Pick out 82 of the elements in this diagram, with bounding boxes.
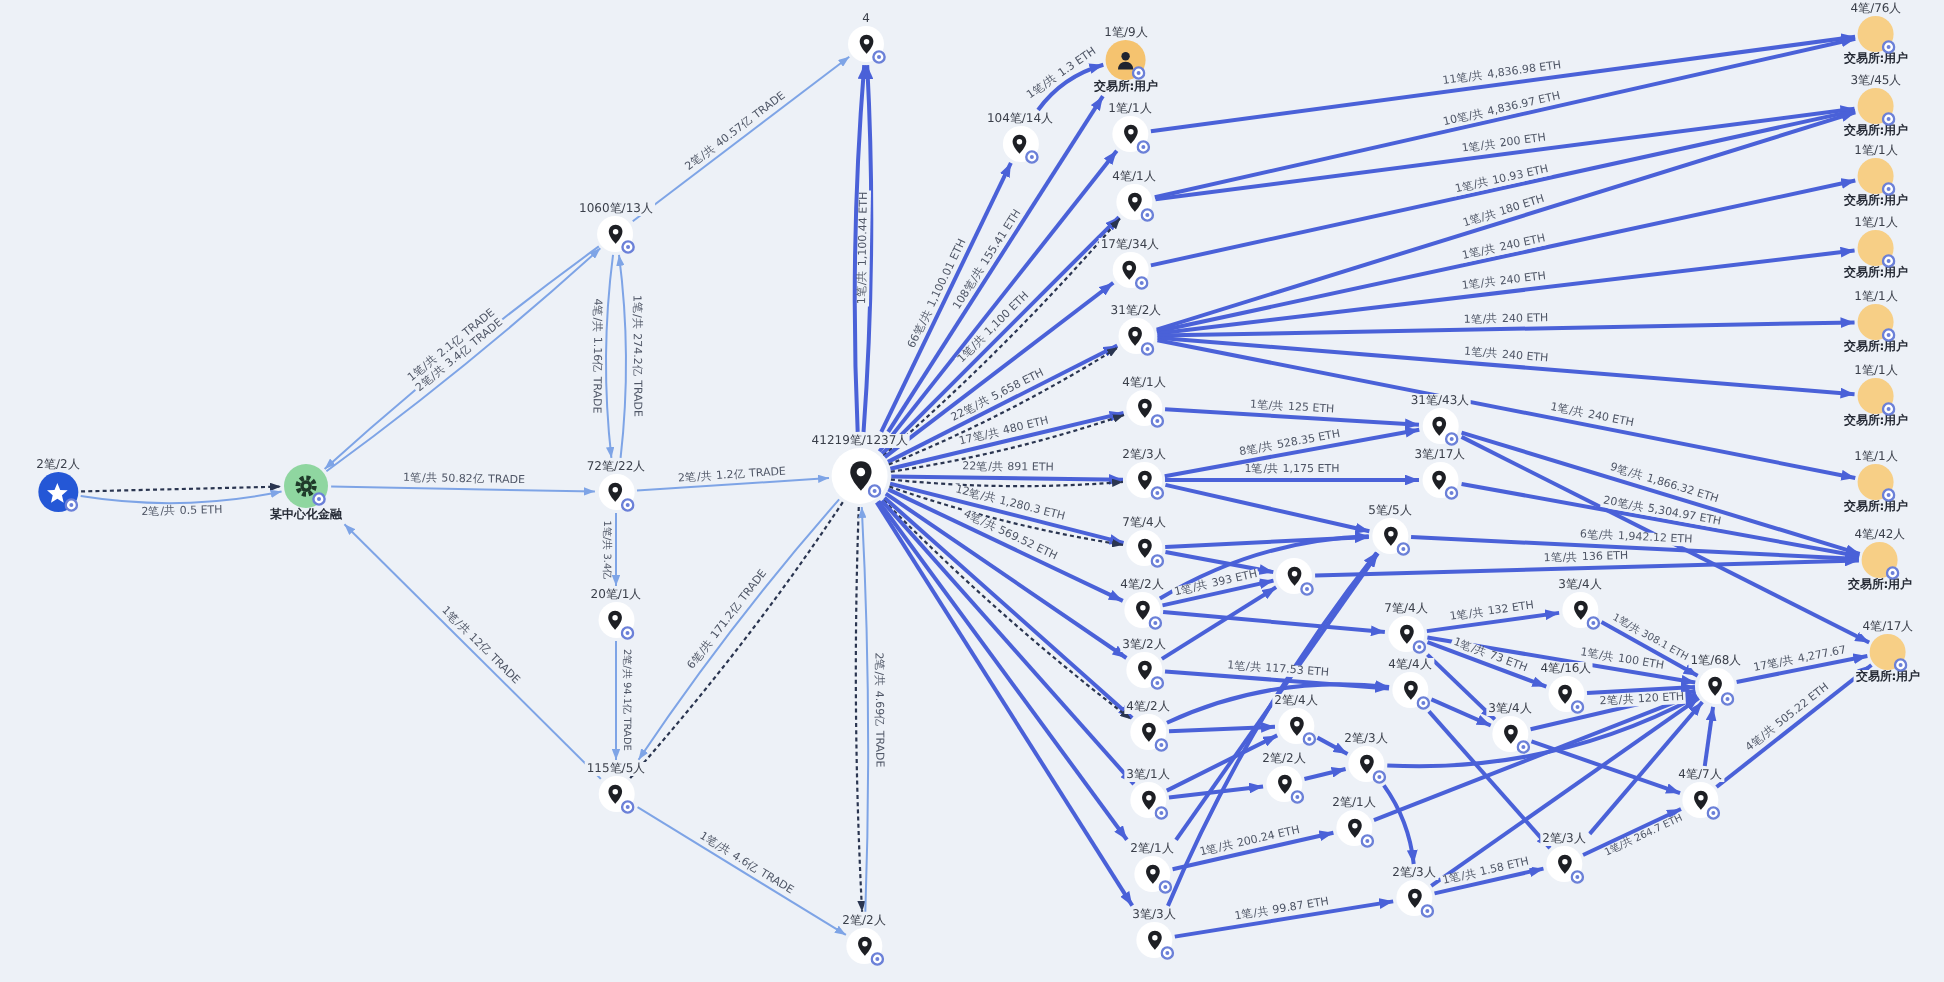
arrow — [1156, 178, 1856, 334]
arrow — [1164, 482, 1370, 534]
arrow — [636, 474, 830, 492]
arrow — [854, 507, 866, 912]
arrow — [1426, 609, 1560, 634]
arrow — [1426, 640, 1548, 689]
arrow — [1586, 682, 1696, 695]
arrow — [1530, 739, 1681, 795]
arrow — [883, 281, 1115, 459]
arrow — [1157, 335, 1855, 399]
arrow — [636, 806, 847, 936]
arrow — [611, 512, 621, 587]
arrow — [1156, 110, 1856, 332]
arrow — [1154, 36, 1856, 200]
arrow — [1157, 338, 1856, 481]
arrow — [1160, 585, 1278, 661]
arrow — [1158, 531, 1369, 601]
arrow — [1427, 710, 1552, 850]
arrow — [1460, 430, 1861, 556]
arrow — [1164, 427, 1420, 479]
arrow — [1157, 246, 1855, 336]
arrow — [1600, 620, 1699, 678]
arrow — [1172, 830, 1334, 872]
arrow — [1162, 578, 1274, 608]
arrow — [1165, 733, 1279, 793]
arrow — [1426, 653, 1497, 721]
arrow — [1715, 663, 1873, 789]
arrow — [890, 478, 1124, 488]
arrow — [886, 95, 1105, 433]
arrow — [1460, 435, 1871, 645]
arrow — [1036, 62, 1104, 112]
arrow — [79, 489, 283, 505]
arrow — [1387, 694, 1699, 769]
arrow — [343, 523, 602, 780]
arrow — [852, 65, 869, 432]
arrow — [1382, 784, 1418, 865]
arrow — [1164, 407, 1420, 430]
arrow — [611, 640, 621, 761]
arrow — [1165, 532, 1369, 549]
arrow — [879, 162, 1013, 433]
arrow — [1588, 700, 1704, 836]
arrow — [861, 65, 874, 433]
arrow — [1316, 735, 1349, 756]
arrow — [1157, 317, 1855, 338]
arrow — [1427, 635, 1696, 686]
arrow — [887, 487, 1124, 603]
arrow — [605, 253, 615, 459]
arrow — [1166, 680, 1390, 725]
arrow — [1168, 782, 1264, 800]
arrow — [330, 485, 596, 496]
arrow — [875, 501, 1134, 907]
arrow — [1174, 898, 1394, 939]
arrow — [1165, 550, 1274, 575]
arrow — [1736, 653, 1868, 684]
arrow — [1168, 722, 1276, 734]
arrow — [1434, 866, 1544, 896]
arrow — [1155, 105, 1855, 202]
arrow — [877, 149, 1119, 453]
arrow — [1174, 552, 1380, 841]
arrow — [884, 492, 1128, 660]
arrow — [1430, 697, 1492, 728]
arrow — [1410, 535, 1859, 564]
arrow — [1165, 474, 1419, 486]
arrow — [1582, 807, 1682, 857]
arrow — [1430, 696, 1700, 888]
arrow — [891, 474, 1123, 485]
arrow — [1461, 481, 1860, 560]
arrow — [1303, 767, 1347, 781]
arrow — [880, 499, 1136, 786]
arrow — [1702, 706, 1717, 767]
arrow — [1150, 33, 1856, 134]
arrow — [876, 499, 1129, 841]
arrow — [1166, 551, 1379, 907]
arrow — [858, 506, 870, 913]
arrow — [1315, 555, 1859, 578]
arrow — [81, 482, 281, 493]
arrow — [1373, 691, 1697, 823]
arrow — [1150, 108, 1856, 268]
arrow — [631, 55, 851, 223]
arrow — [1164, 669, 1390, 693]
arrow — [1162, 609, 1386, 637]
arrow — [616, 253, 627, 459]
